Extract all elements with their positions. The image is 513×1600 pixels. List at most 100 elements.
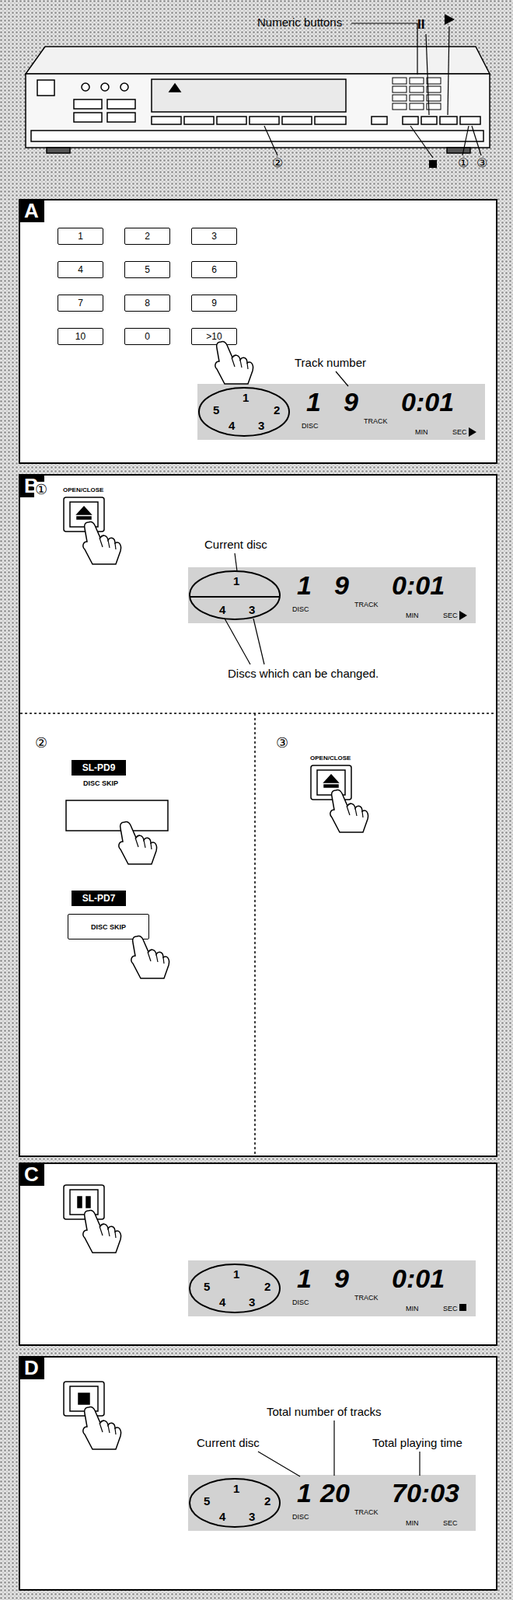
key-number: 2 bbox=[144, 230, 151, 242]
callout-number: ① bbox=[457, 156, 470, 171]
key-number: 1 bbox=[77, 230, 84, 242]
disc-number: 4 bbox=[219, 603, 226, 616]
lcd-digits: 1 bbox=[296, 1265, 312, 1292]
lcd-digits: 1 bbox=[296, 572, 312, 599]
lcd-digits: 9 bbox=[343, 388, 359, 416]
lcd-caption: TRACK bbox=[354, 1294, 379, 1302]
step-letter: C bbox=[18, 1162, 45, 1187]
disc-number: 1 bbox=[233, 575, 240, 587]
step-panel: B1431DISC9TRACK0:01MINSECSL-PD9SL-PD7DIS… bbox=[18, 474, 498, 1158]
disc-skip-button: DISC SKIP bbox=[67, 914, 150, 940]
lcd-caption: SEC bbox=[443, 1520, 458, 1528]
numeric-key: 10 bbox=[57, 328, 104, 346]
annotation: Track number bbox=[293, 355, 367, 370]
disc-number: 5 bbox=[212, 404, 220, 416]
annotation: Total playing time bbox=[371, 1436, 464, 1450]
step-panel: A123456789100>10512431DISC9TRACK0:01MINS… bbox=[18, 198, 498, 465]
numeric-key: 0 bbox=[124, 328, 171, 346]
annotation: DISC SKIP bbox=[82, 779, 119, 788]
lcd-caption: DISC bbox=[292, 1299, 310, 1307]
pointing-hands bbox=[83, 342, 369, 1450]
disc-rings bbox=[189, 387, 290, 1528]
lcd-digits: 0:01 bbox=[401, 388, 454, 416]
button-text: DISC SKIP bbox=[90, 923, 126, 932]
disc-number: 3 bbox=[248, 1296, 255, 1309]
key-number: 8 bbox=[144, 297, 151, 309]
key-number: 6 bbox=[211, 264, 217, 276]
annotation: OPEN/CLOSE bbox=[309, 754, 352, 762]
annotation: OPEN/CLOSE bbox=[62, 486, 105, 494]
lcd-caption: MIN bbox=[415, 429, 429, 437]
annotation: II bbox=[416, 17, 426, 33]
disc-number: 2 bbox=[264, 1280, 271, 1293]
lcd-digits: 9 bbox=[334, 1265, 349, 1292]
model-name: SL-PD9 bbox=[82, 762, 116, 774]
numeric-key: 3 bbox=[191, 227, 238, 245]
lcd-digits: 1 bbox=[306, 388, 322, 416]
lcd-caption: TRACK bbox=[354, 1509, 379, 1517]
model-tag: SL-PD7 bbox=[71, 890, 126, 907]
annotation: Current disc bbox=[203, 537, 269, 552]
callout-number: ① bbox=[34, 481, 49, 499]
key-number: 7 bbox=[77, 297, 84, 309]
stop-indicator bbox=[459, 1304, 467, 1312]
numeric-key: 5 bbox=[124, 261, 171, 279]
disc-number: 1 bbox=[233, 1268, 240, 1281]
numeric-key: 7 bbox=[57, 294, 104, 312]
disc-number: 3 bbox=[248, 603, 255, 616]
disc-number: 5 bbox=[203, 1495, 210, 1508]
annotation: Current disc bbox=[195, 1436, 261, 1450]
lcd-display: 512431DISC9TRACK0:01MINSEC bbox=[188, 1260, 476, 1317]
disc-number: 1 bbox=[242, 391, 249, 404]
lcd-display: 512431DISC9TRACK0:01MINSEC bbox=[197, 383, 486, 440]
step-panel: D512431DISC20TRACK70:03MINSEC bbox=[18, 1356, 498, 1592]
lcd-digits: 0:01 bbox=[391, 572, 445, 599]
key-number: 9 bbox=[211, 297, 217, 309]
callout-number: ② bbox=[34, 735, 49, 752]
numeric-key: 4 bbox=[57, 261, 104, 279]
key-number: 5 bbox=[144, 264, 151, 276]
lcd-caption: MIN bbox=[405, 1520, 419, 1528]
callout-number: ③ bbox=[475, 156, 489, 171]
numeric-key: 2 bbox=[124, 227, 171, 245]
model-tag: SL-PD9 bbox=[71, 760, 126, 776]
key-number: 4 bbox=[77, 264, 84, 276]
callout-number: ② bbox=[271, 156, 284, 171]
lcd-caption: DISC bbox=[301, 422, 319, 430]
lcd-digits: 20 bbox=[320, 1479, 350, 1507]
step-letter: A bbox=[18, 198, 45, 223]
numeric-key: 1 bbox=[57, 227, 104, 245]
leader-lines bbox=[264, 23, 482, 158]
lcd-caption: DISC bbox=[292, 606, 310, 614]
play-indicator bbox=[468, 427, 477, 437]
numeric-key: 8 bbox=[124, 294, 171, 312]
button-drawings bbox=[63, 497, 352, 1417]
cd-player-illustration bbox=[25, 46, 490, 154]
disc-number: 4 bbox=[219, 1296, 226, 1309]
play-symbol bbox=[444, 13, 455, 25]
numeric-key: 6 bbox=[191, 261, 238, 279]
lcd-digits: 0:01 bbox=[391, 1265, 445, 1292]
key-number: 10 bbox=[75, 331, 86, 342]
lcd-digits: 70:03 bbox=[391, 1479, 460, 1507]
play-indicator bbox=[459, 610, 468, 621]
disc-number: 2 bbox=[273, 404, 280, 416]
lcd-caption: SEC bbox=[452, 429, 468, 437]
lcd-caption: SEC bbox=[443, 1305, 458, 1313]
annotation: Total number of tracks bbox=[265, 1405, 383, 1419]
annotation: Discs which can be changed. bbox=[226, 666, 380, 681]
lcd-caption: MIN bbox=[405, 612, 419, 620]
disc-number: 5 bbox=[203, 1280, 210, 1293]
step-panel: C512431DISC9TRACK0:01MINSEC bbox=[18, 1162, 498, 1347]
disc-number: 3 bbox=[248, 1511, 255, 1523]
lcd-caption: SEC bbox=[443, 612, 458, 620]
numeric-key: 9 bbox=[191, 294, 238, 312]
lcd-digits: 9 bbox=[334, 572, 349, 599]
disc-number: 1 bbox=[233, 1483, 240, 1495]
lcd-display: 1431DISC9TRACK0:01MINSEC bbox=[188, 567, 476, 624]
model-name: SL-PD7 bbox=[82, 893, 116, 904]
stop-symbol bbox=[429, 160, 437, 168]
callout-number: ③ bbox=[275, 735, 290, 752]
key-number: 0 bbox=[144, 331, 151, 342]
